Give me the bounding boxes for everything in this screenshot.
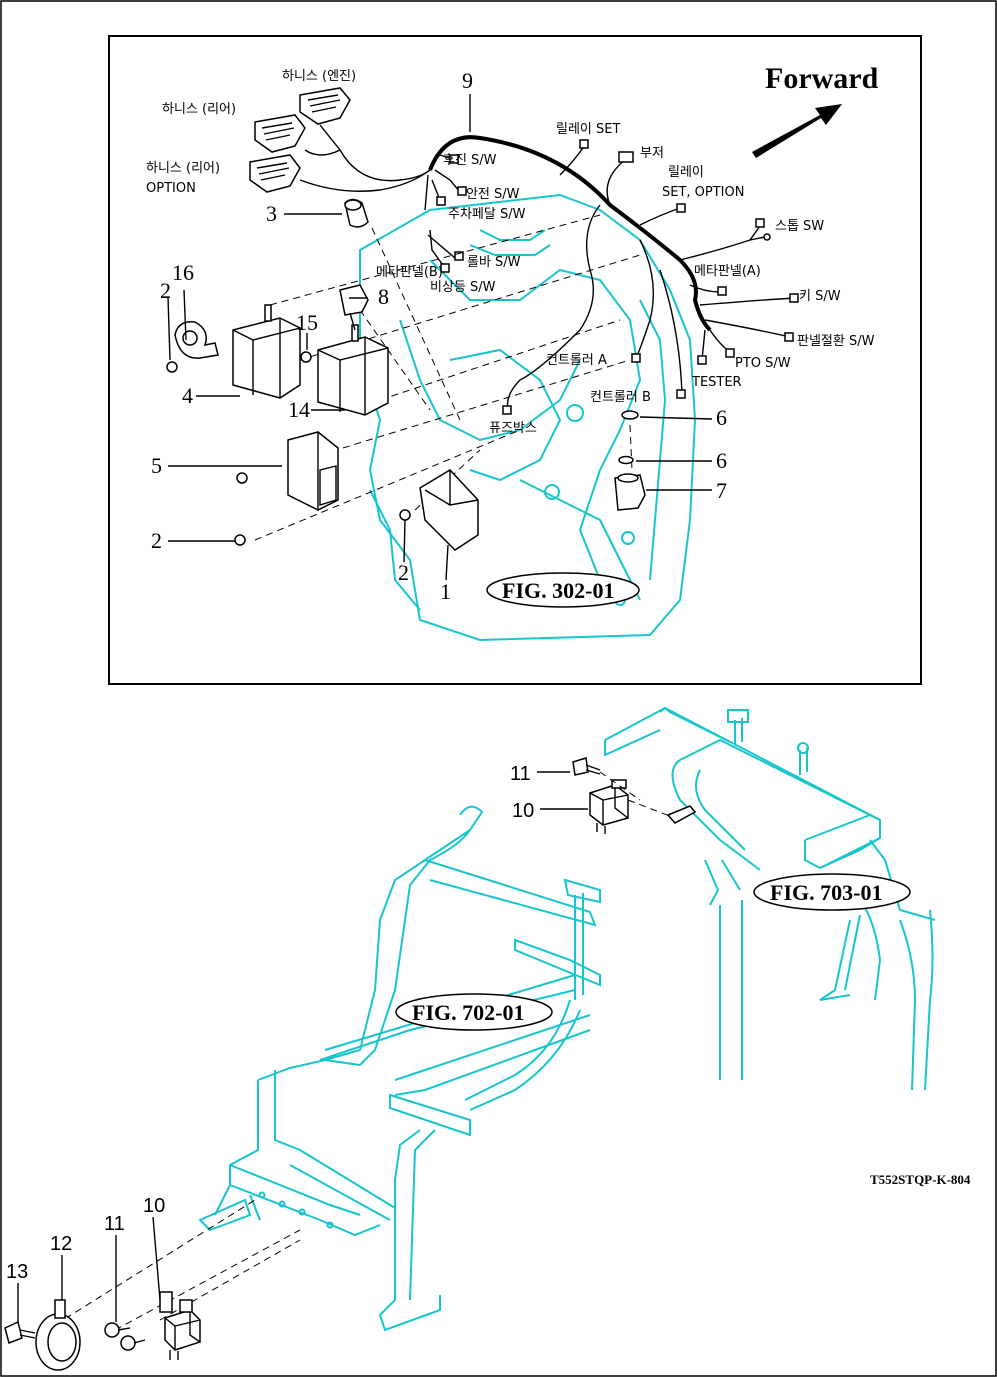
harness-labels: 하니스 (엔진) 하니스 (리어) 하니스 (리어) OPTION 후진 S/W… [146,69,875,436]
label-harness-rear-option: 하니스 (리어) [146,161,220,176]
callout-5: 5 [151,453,162,478]
dash-relay-upper [599,771,681,821]
label-stop-sw: 스톱 SW [775,219,824,234]
callout-15: 15 [296,310,318,335]
part-7-switch [614,473,646,511]
label-controller-b: 컨트롤러 B [590,390,651,405]
callout-2-b: 2 [151,528,162,553]
callout-3: 3 [266,201,277,226]
label-reverse-sw: 후진 S/W [443,153,497,168]
label-relay-set: 릴레이 SET [556,122,620,137]
part-8-sensor [339,284,369,331]
harness-plug-rear-option [249,154,301,193]
part-11-bolt-lower [104,1322,146,1351]
label-relay-set-option: 릴레이 [668,165,704,180]
part-13-bolt [4,1320,36,1344]
harness-plug-rear [254,114,306,153]
callout-numbers-top: 3 16 2 4 15 14 8 9 5 2 2 1 6 6 7 [151,68,727,604]
leader-lines-bottom [17,1216,161,1322]
main-wire-harness [428,135,712,332]
fig-ref-302: FIG. 302-01 [502,578,614,603]
label-panel-switch-sw: 판넬절환 S/W [797,334,875,349]
fig-ref-302-oval [486,572,640,608]
label-tester: TESTER [691,375,742,390]
part-2-screw-b [236,472,248,484]
label-fuse-box: 퓨즈박스 [489,421,537,436]
leader-lines-top [167,94,713,581]
callout-2-a: 2 [160,278,171,303]
label-hazard-sw: 비상등 S/W [430,280,496,295]
label-safety-sw: 안전 S/W [466,187,520,202]
part-2-screw-d [399,509,411,521]
callout-6-b: 6 [716,448,727,473]
callout-13: 13 [6,1261,28,1283]
label-controller-a: 컨트롤러 A [546,353,607,368]
callout-7: 7 [716,478,727,503]
harness-plug-engine [299,87,351,125]
part-6-washer-a [621,410,639,420]
label-harness-rear-option-2: OPTION [146,181,196,196]
part-15-screw [300,351,312,363]
dash-panel-structure [359,193,697,642]
label-parking-pedal-sw: 주차페달 S/W [448,207,526,222]
label-key-sw: 키 S/W [799,289,841,304]
forward-arrow-icon [752,104,842,158]
label-roll-bar-sw: 롤바 S/W [467,255,521,270]
part-6-washer-b [618,455,634,465]
part-4-module [232,304,301,399]
fig-ref-702: FIG. 702-01 [412,1000,524,1025]
part-12-horn [35,1299,81,1371]
frame-702-structure [198,805,601,1332]
callout-8: 8 [378,284,389,309]
part-10-relay-upper [589,779,629,834]
part-2-screw-c [234,534,246,546]
callout-1: 1 [440,579,451,604]
part-2-screw-a [166,361,178,373]
callout-14: 14 [288,397,310,422]
label-relay-set-option-2: SET, OPTION [662,185,744,200]
callout-10-lower: 10 [143,1195,165,1217]
label-meter-panel-a: 메타판넬(A) [694,264,761,279]
callout-2-c: 2 [398,560,409,585]
forward-label: Forward [765,62,879,95]
part-3-bulb [344,198,369,228]
label-harness-rear: 하니스 (리어) [162,102,236,117]
callout-6-a: 6 [716,405,727,430]
callout-10-upper: 10 [512,800,534,822]
part-11-bolt-upper [572,757,601,776]
callout-12: 12 [50,1233,72,1255]
label-meter-panel-b: 메타판넬(B) [376,265,443,280]
label-pto-sw: PTO S/W [735,356,791,371]
relay-bracket-upper [666,805,697,824]
drawing-code: T552STQP-K-804 [870,1172,971,1187]
fig-ref-703-oval [753,873,911,911]
part-10-relay-lower [159,1291,201,1360]
connectors [436,139,799,415]
callout-11-lower: 11 [104,1213,125,1235]
part-14-module [317,324,389,416]
callout-numbers-bottom: 13 12 11 10 [6,1195,165,1283]
label-harness-engine: 하니스 (엔진) [282,69,356,84]
part-5-controller [287,431,339,511]
label-buzzer: 부저 [640,146,664,161]
fig-ref-703: FIG. 703-01 [770,880,882,905]
fig-ref-702-oval [395,993,553,1031]
assembly-dashed-lines-bottom [54,1199,301,1331]
callout-9: 9 [462,68,473,93]
callout-4: 4 [182,383,193,408]
callout-16: 16 [172,260,194,285]
callout-11-upper: 11 [510,763,531,785]
part-1-fuse-box [419,469,479,551]
